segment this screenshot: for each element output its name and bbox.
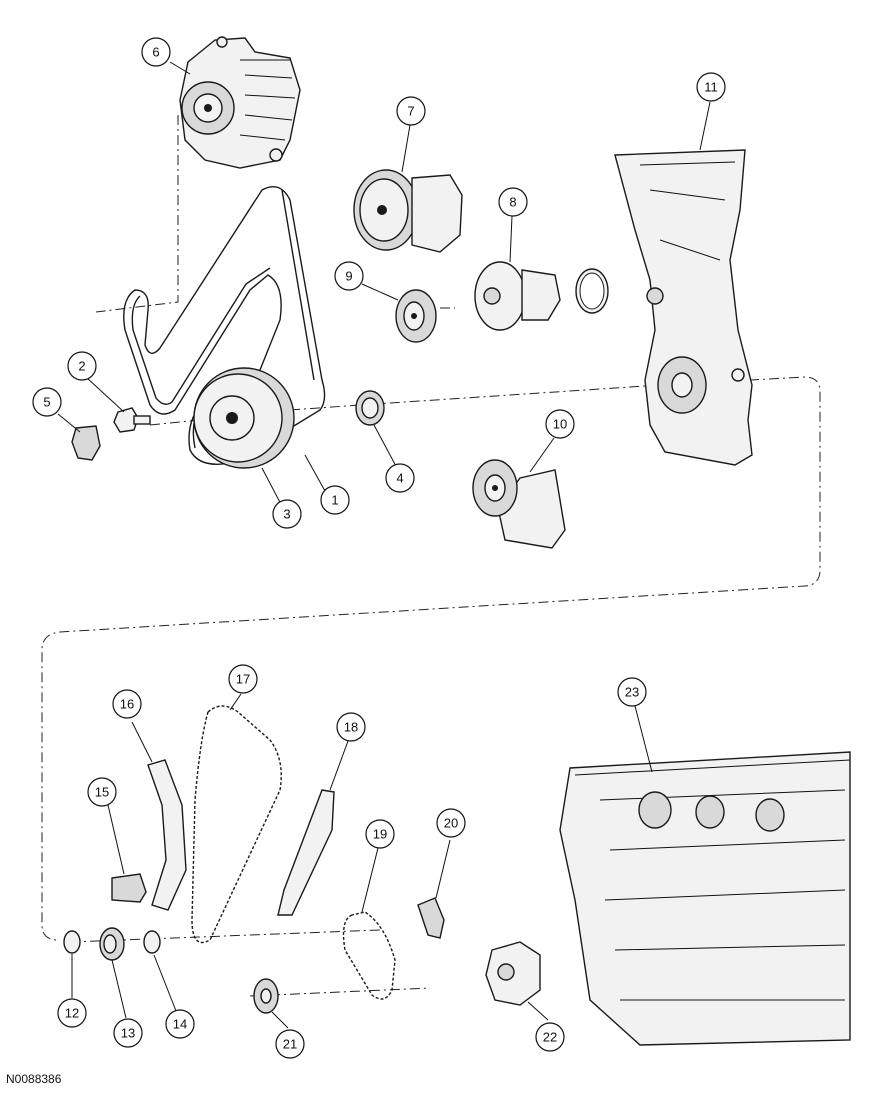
callout-20-label: 20 (444, 816, 458, 831)
callout-21-label: 21 (283, 1037, 297, 1052)
timing-chain-guide (147, 759, 187, 911)
callout-9: 9 (334, 261, 364, 291)
oil-pump-chain-tensioner (417, 897, 445, 939)
callout-7: 7 (396, 96, 426, 126)
water-pump (474, 261, 561, 331)
callout-9-label: 9 (345, 269, 352, 284)
callout-18: 18 (336, 712, 366, 742)
callout-1-label: 1 (331, 493, 338, 508)
water-pump-gasket (575, 268, 609, 314)
engine-front-cover (614, 149, 753, 466)
callout-13-label: 13 (121, 1026, 135, 1041)
callout-8-label: 8 (509, 195, 516, 210)
power-steering-pump (353, 169, 463, 253)
crankshaft-washer-left (63, 930, 81, 954)
crankshaft-pulley (193, 367, 295, 469)
callout-6: 6 (141, 37, 171, 67)
callout-10: 10 (545, 409, 575, 439)
callout-5-label: 5 (43, 395, 50, 410)
callout-8: 8 (498, 187, 528, 217)
callout-15-label: 15 (95, 785, 109, 800)
callout-3: 3 (272, 499, 302, 529)
belt-tensioner (472, 459, 566, 549)
callout-21: 21 (275, 1029, 305, 1059)
callout-12: 12 (57, 998, 87, 1028)
callout-5: 5 (32, 387, 62, 417)
callout-12-label: 12 (65, 1006, 79, 1021)
figure-id: N0088386 (6, 1072, 62, 1086)
callout-16: 16 (112, 689, 142, 719)
crankshaft-pulley-bolt (113, 407, 151, 433)
callout-1: 1 (320, 485, 350, 515)
callout-6-label: 6 (152, 45, 159, 60)
callout-16-label: 16 (120, 697, 134, 712)
callout-7-label: 7 (407, 104, 414, 119)
callout-2-label: 2 (78, 359, 85, 374)
oil-pump-sprocket (253, 978, 279, 1014)
alternator (179, 36, 301, 169)
front-crankshaft-seal (355, 390, 385, 426)
crankshaft-sprocket (99, 927, 125, 961)
callout-11: 11 (696, 72, 726, 102)
callout-11-label: 11 (704, 80, 718, 95)
callout-15: 15 (87, 777, 117, 807)
callout-19-label: 19 (373, 827, 387, 842)
crankshaft-washer-right (143, 930, 161, 954)
callout-17-label: 17 (236, 672, 250, 687)
callout-13: 13 (113, 1018, 143, 1048)
callout-23-label: 23 (625, 685, 639, 700)
callout-22-label: 22 (543, 1030, 557, 1045)
sensor (71, 425, 101, 461)
callout-14: 14 (165, 1009, 195, 1039)
timing-chain-tensioner (111, 873, 147, 903)
callout-22: 22 (535, 1022, 565, 1052)
callout-4-label: 4 (396, 471, 403, 486)
timing-chain-tensioner-arm (277, 789, 335, 916)
callout-10-label: 10 (553, 417, 567, 432)
callout-23: 23 (617, 677, 647, 707)
callout-17: 17 (228, 664, 258, 694)
callout-14-label: 14 (173, 1017, 187, 1032)
callout-18-label: 18 (344, 720, 358, 735)
callout-4: 4 (385, 463, 415, 493)
oil-pump (485, 941, 541, 1006)
timing-chain (191, 705, 282, 944)
cylinder-block (559, 751, 851, 1046)
leader-lines (57, 61, 711, 1029)
idler-pulley (395, 289, 437, 343)
callout-2: 2 (67, 351, 97, 381)
callout-19: 19 (365, 819, 395, 849)
oil-pump-chain (342, 911, 396, 1000)
callout-3-label: 3 (283, 507, 290, 522)
callout-20: 20 (436, 808, 466, 838)
